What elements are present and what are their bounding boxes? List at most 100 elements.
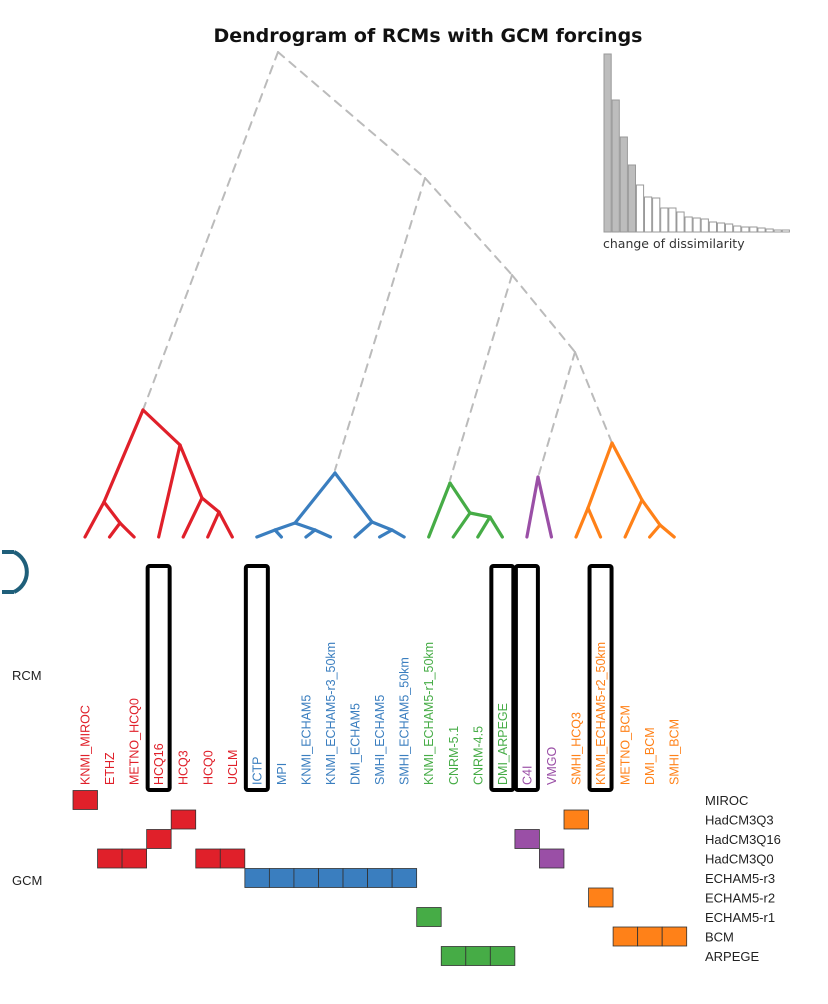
rcm-label: SMHI_ECHAM5_50km bbox=[398, 657, 412, 785]
rcm-label: SMHI_HCQ3 bbox=[570, 712, 584, 785]
inset-bar bbox=[781, 229, 790, 233]
dendrogram-branch bbox=[181, 496, 204, 539]
inset-bar bbox=[725, 223, 734, 233]
gcm-matrix-cell bbox=[293, 868, 319, 888]
dendrogram-branch bbox=[610, 441, 644, 502]
gcm-matrix-cell bbox=[637, 926, 663, 947]
dendrogram-dashed-branch bbox=[334, 177, 426, 471]
dendrogram-branch bbox=[370, 520, 394, 532]
gcm-matrix-cell bbox=[72, 790, 98, 810]
dendrogram-branch bbox=[451, 511, 472, 539]
dendrogram-dashed-branch bbox=[511, 274, 576, 353]
dendrogram-branch bbox=[83, 500, 106, 539]
dendrogram-branch bbox=[488, 515, 504, 539]
dendrogram-branch bbox=[157, 443, 182, 539]
rcm-label: CNRM-5.1 bbox=[447, 726, 461, 785]
rcm-label: HCQ0 bbox=[201, 750, 215, 785]
gcm-matrix-cell bbox=[539, 848, 565, 869]
dendrogram-branch bbox=[313, 528, 333, 539]
inset-bar bbox=[700, 218, 709, 233]
dendrogram-branch bbox=[468, 511, 492, 519]
rcm-label: KNMI_ECHAM5-r1_50km bbox=[422, 642, 436, 785]
inset-bar bbox=[660, 207, 669, 233]
inset-bar bbox=[684, 216, 693, 233]
rcm-label: ICTP bbox=[250, 757, 264, 785]
rcm-axis-label: RCM bbox=[12, 668, 42, 683]
gcm-matrix-cell bbox=[563, 809, 589, 830]
gcm-matrix-cell bbox=[146, 829, 172, 849]
inset-bar bbox=[676, 211, 685, 233]
inset-bar bbox=[611, 99, 620, 233]
gcm-matrix-cell bbox=[465, 946, 491, 966]
inset-bar bbox=[692, 217, 701, 233]
gcm-matrix-cell bbox=[195, 848, 221, 869]
inset-bar bbox=[668, 207, 677, 233]
gcm-matrix-cell bbox=[661, 926, 688, 947]
dendrogram-branch bbox=[427, 481, 452, 539]
gcm-label: BCM bbox=[705, 930, 734, 945]
rcm-label: UCLM bbox=[226, 750, 240, 785]
rcm-label: C4I bbox=[520, 766, 534, 785]
rcm-label: ETHZ bbox=[103, 752, 117, 785]
dendrogram-branch bbox=[200, 496, 221, 514]
gcm-matrix-cell bbox=[367, 868, 393, 888]
rcm-label: KNMI_ECHAM5-r2_50km bbox=[594, 642, 608, 785]
gcm-matrix-cell bbox=[244, 868, 270, 888]
inset-bar bbox=[733, 225, 742, 233]
gcm-matrix-cell bbox=[489, 946, 516, 966]
dendrogram-dashed-branch bbox=[574, 351, 613, 444]
highlight-box bbox=[145, 564, 172, 792]
rcm-label: DMI_ARPEGE bbox=[496, 703, 510, 785]
rcm-label: KNMI_MIROC bbox=[79, 705, 93, 785]
highlight-box bbox=[489, 564, 516, 792]
highlight-box bbox=[513, 564, 540, 792]
dendrogram-branch bbox=[448, 481, 472, 515]
gcm-matrix-cell bbox=[588, 887, 614, 908]
rcm-label: SMHI_BCM bbox=[668, 719, 682, 785]
dendrogram-branch bbox=[574, 506, 590, 539]
highlight-box bbox=[243, 564, 270, 792]
rcm-label: CNRM-4.5 bbox=[471, 726, 485, 785]
gcm-matrix-cell bbox=[440, 946, 467, 966]
dendrogram-branch bbox=[273, 528, 283, 539]
dendrogram-branch bbox=[353, 520, 374, 539]
gcm-matrix-cell bbox=[268, 868, 295, 888]
inset-bar bbox=[741, 226, 750, 233]
inset-bar bbox=[757, 227, 766, 233]
gcm-matrix-cell bbox=[416, 907, 442, 927]
gcm-matrix-cell bbox=[342, 868, 368, 888]
dendrogram-tree bbox=[83, 51, 676, 539]
dendrogram-branch bbox=[658, 523, 676, 539]
dendrogram-branch bbox=[586, 506, 603, 539]
dendrogram-branch bbox=[141, 408, 182, 447]
dendrogram-branch bbox=[304, 528, 317, 539]
dendrogram-branch bbox=[255, 528, 277, 539]
dendrogram-branch bbox=[107, 521, 122, 539]
gcm-matrix bbox=[72, 790, 688, 966]
dendrogram-dashed-branch bbox=[277, 51, 426, 179]
dendrogram-branch bbox=[178, 443, 204, 500]
dendrogram-branch bbox=[102, 408, 145, 504]
rcm-label: KNMI_ECHAM5 bbox=[299, 695, 313, 785]
dendrogram-branch bbox=[640, 498, 662, 527]
dendrogram-branch bbox=[623, 498, 644, 539]
rcm-label: KNMI_ECHAM5-r3_50km bbox=[324, 642, 338, 785]
dendrogram-branch bbox=[273, 521, 297, 532]
gcm-label: ECHAM5-r3 bbox=[705, 871, 775, 886]
inset-bar bbox=[644, 196, 653, 233]
dendrogram-branch bbox=[476, 515, 492, 539]
gcm-axis-label: GCM bbox=[12, 873, 42, 888]
dendrogram-branch bbox=[378, 528, 394, 539]
inset-bar bbox=[635, 184, 645, 233]
gcm-matrix-cell bbox=[97, 848, 123, 869]
rcm-label: METNO_BCM bbox=[619, 705, 633, 785]
gcm-label: ARPEGE bbox=[705, 949, 760, 964]
rcm-label: HCQ3 bbox=[177, 750, 191, 785]
dendrogram-branch bbox=[586, 441, 614, 510]
dendrogram-branch bbox=[525, 475, 540, 539]
gcm-label: HadCM3Q3 bbox=[705, 813, 774, 828]
gcm-matrix-cell bbox=[219, 848, 246, 869]
gcm-label: MIROC bbox=[705, 793, 748, 808]
gcm-matrix-cell bbox=[170, 809, 197, 830]
